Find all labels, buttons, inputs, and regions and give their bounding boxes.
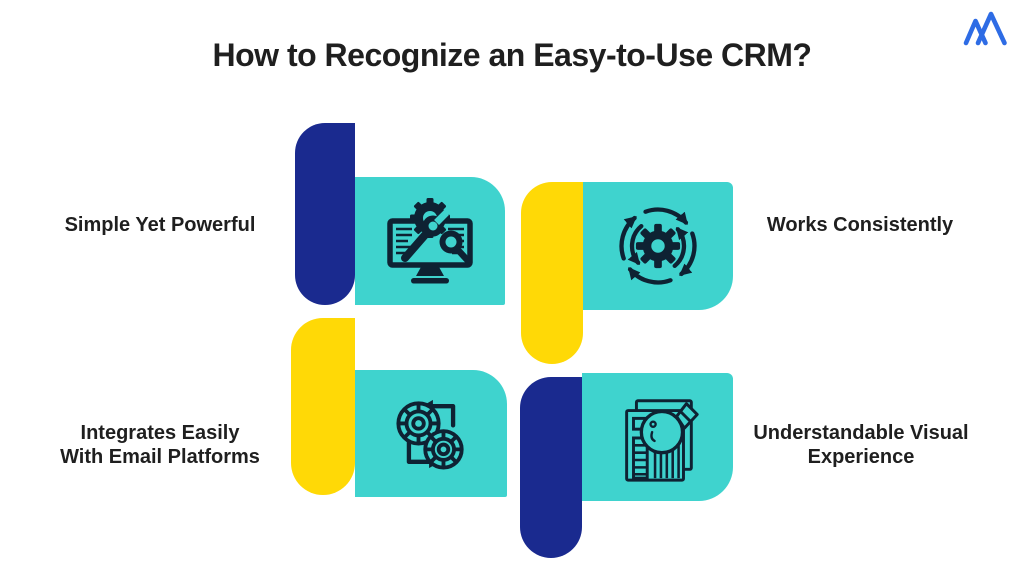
label-line: Integrates Easily <box>80 422 240 444</box>
tile-simple-yet-powerful <box>355 177 505 305</box>
label-line: Understandable Visual <box>753 422 969 444</box>
mountain-m-logo-icon <box>963 11 1007 46</box>
page-title: How to Recognize an Easy-to-Use CRM? <box>212 37 812 73</box>
crm-software-maintenance-icon <box>387 198 473 284</box>
process-cycle-arrows-icon <box>619 207 697 285</box>
decor-pill-navy-top-left <box>295 123 355 305</box>
decor-pill-navy-bottom-right <box>520 377 582 558</box>
label-line: Simple Yet Powerful <box>64 214 256 236</box>
brand-logo <box>960 6 1010 52</box>
label-simple-yet-powerful: Simple Yet Powerful <box>30 213 290 237</box>
report-magnifier-icon <box>624 399 699 482</box>
tile-integrates-easily <box>355 370 507 497</box>
tile-understandable-visual <box>582 373 733 501</box>
tile-works-consistently <box>583 182 733 310</box>
integration-sync-gears-icon <box>396 399 464 470</box>
label-line: Experience <box>807 446 915 468</box>
label-works-consistently: Works Consistently <box>740 213 980 237</box>
label-line: With Email Platforms <box>60 446 260 468</box>
decor-pill-yellow-bottom-left <box>291 318 355 495</box>
label-line: Works Consistently <box>766 214 954 236</box>
decor-pill-yellow-top-right <box>521 182 583 364</box>
